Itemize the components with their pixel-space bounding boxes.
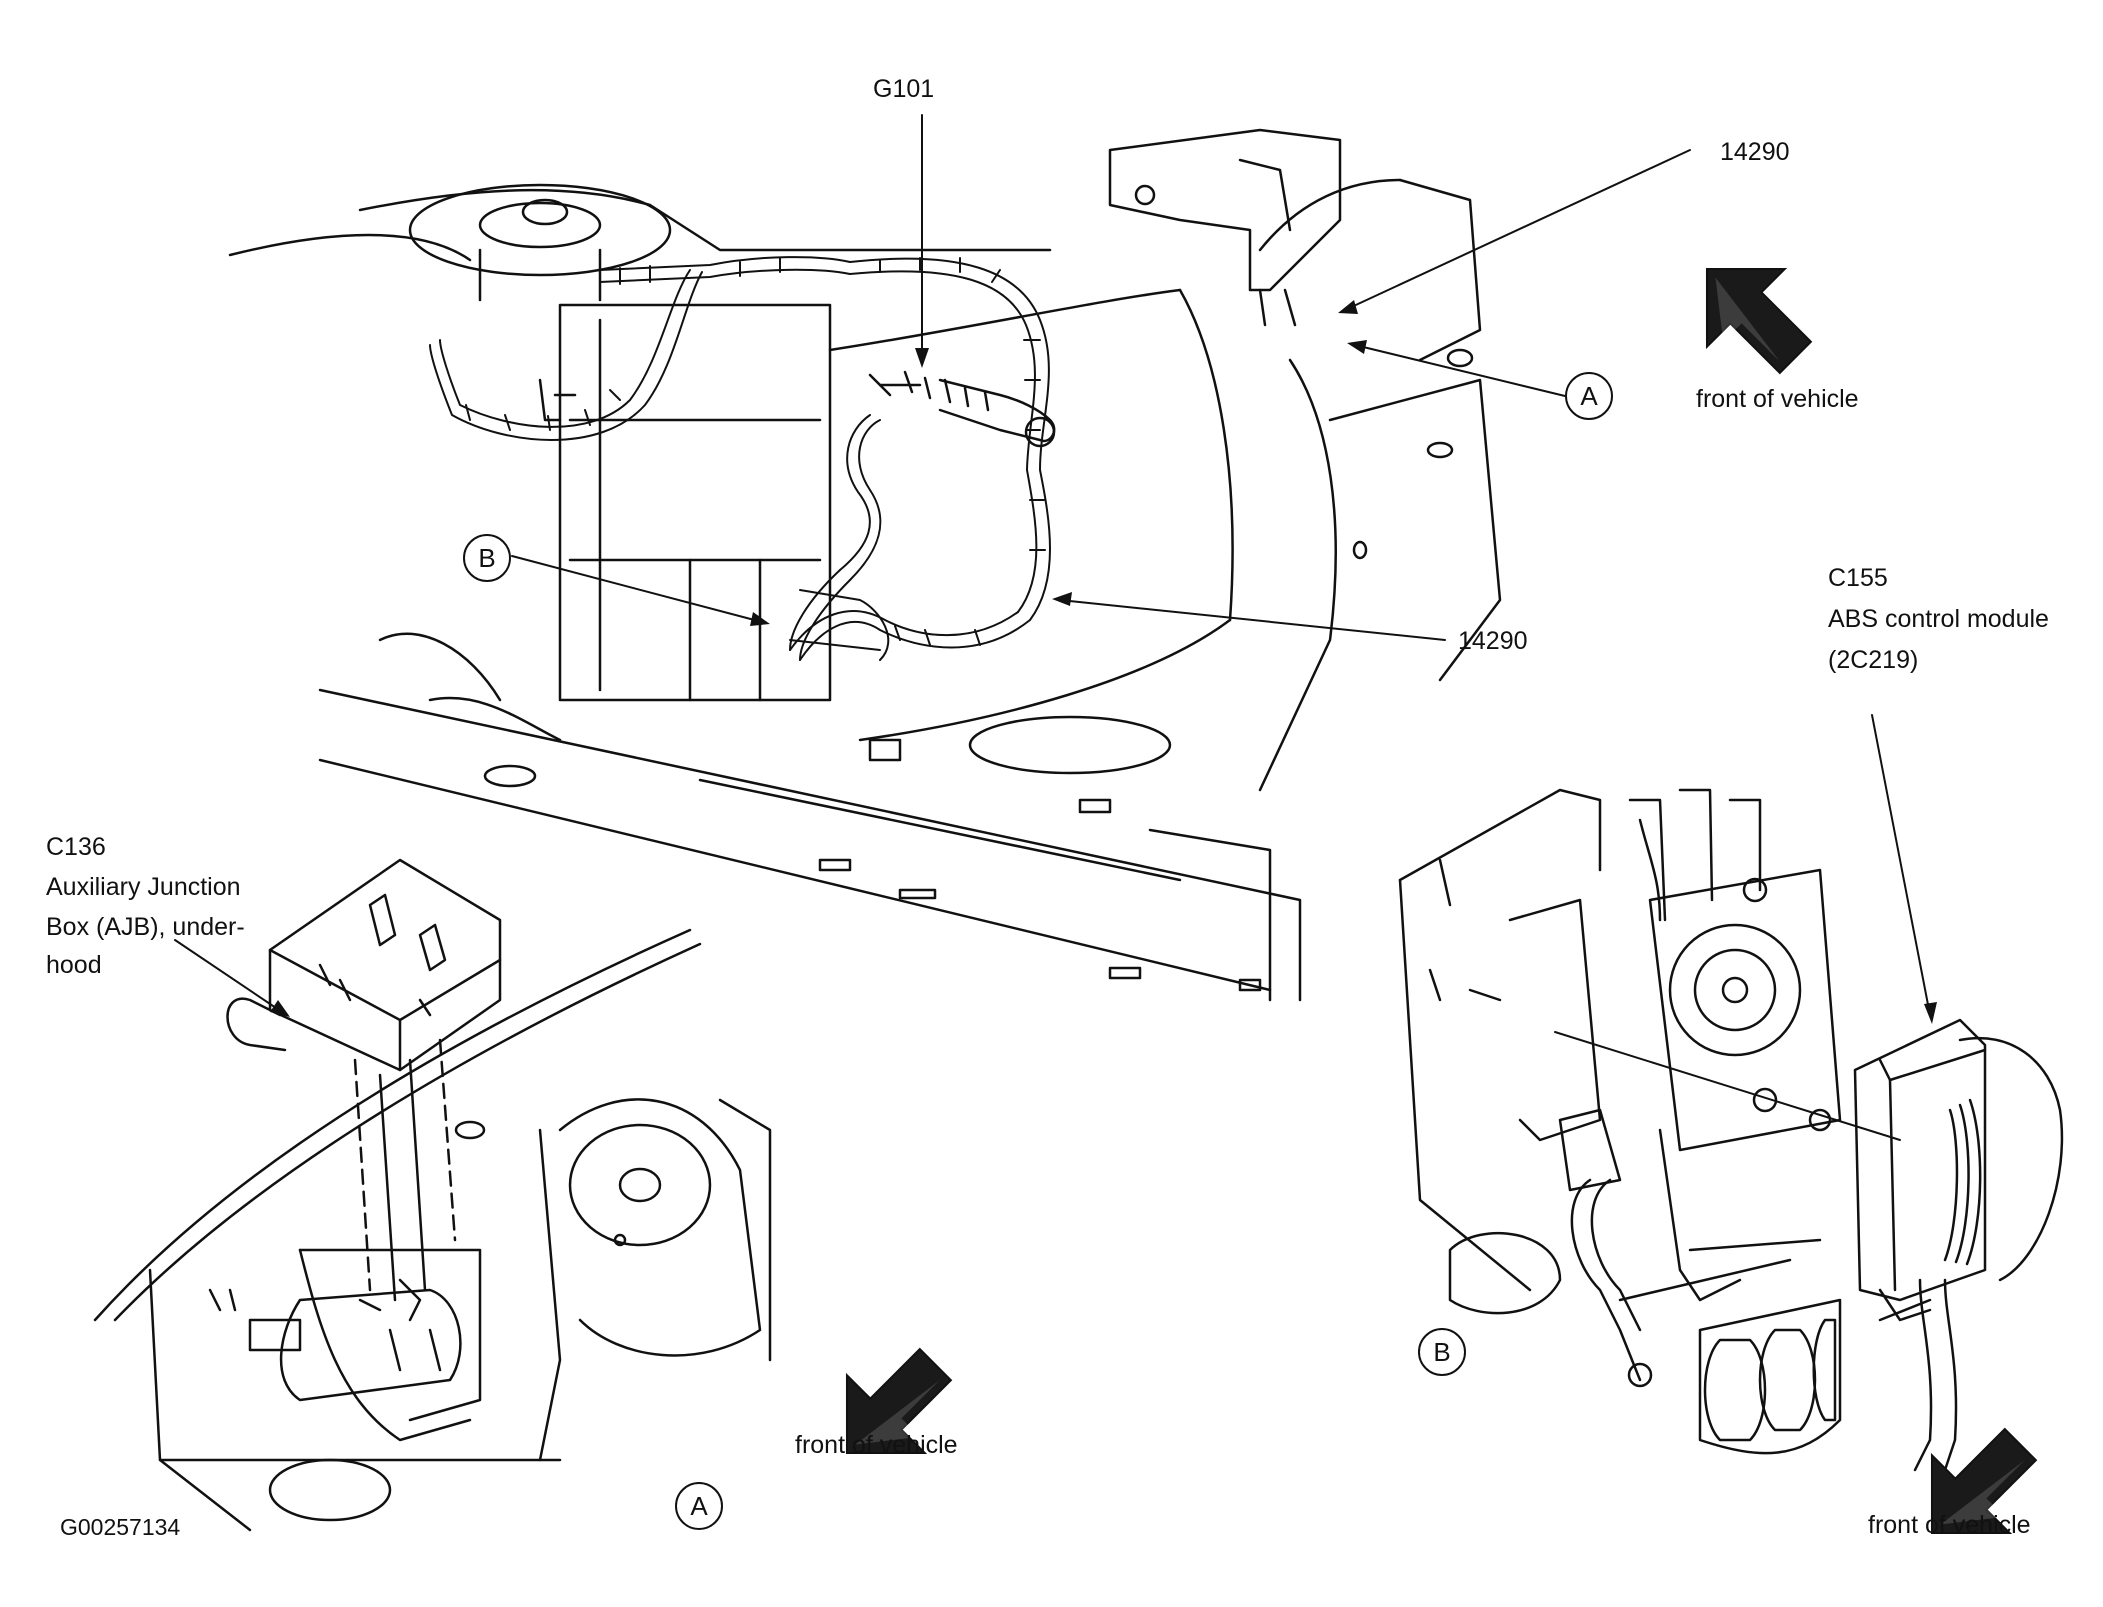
front-arrow-right <box>1930 1427 2038 1535</box>
engine-compartment-drawing <box>228 128 1502 1002</box>
front-arrow-top <box>1705 267 1813 375</box>
detail-b-leader <box>1554 714 1931 1141</box>
callout-a-detail: A <box>675 1482 723 1530</box>
strut-mount <box>408 183 672 277</box>
main-arrowheads <box>750 300 1367 626</box>
label-ajb-line2: Box (AJB), under- <box>46 913 245 941</box>
label-ajb-line3: hood <box>46 951 102 979</box>
label-14290-mid: 14290 <box>1458 627 1528 655</box>
label-g101: G101 <box>873 75 935 103</box>
main-leader-lines <box>511 114 1691 641</box>
label-abs-part-number: (2C219) <box>1828 646 1919 674</box>
label-front-of-vehicle-left: front of vehicle <box>795 1431 958 1459</box>
label-14290-top: 14290 <box>1720 138 1790 166</box>
label-abs-control-module: ABS control module <box>1828 605 2049 633</box>
label-c155-connector: C155 <box>1828 564 1888 592</box>
label-c136-connector: C136 <box>46 833 106 861</box>
detail-a-drawing <box>93 858 772 1532</box>
label-figure-id: G00257134 <box>60 1514 181 1540</box>
front-arrow-left <box>845 1347 953 1455</box>
callout-a-main: A <box>1565 372 1613 420</box>
detail-a-leader <box>174 939 283 1013</box>
callout-b-main: B <box>463 534 511 582</box>
callout-b-detail: B <box>1418 1328 1466 1376</box>
label-front-of-vehicle-right: front of vehicle <box>1868 1511 2031 1539</box>
label-ajb-line1: Auxiliary Junction <box>46 873 241 901</box>
detail-b-drawing <box>1398 788 2064 1472</box>
label-front-of-vehicle-top: front of vehicle <box>1696 385 1859 413</box>
